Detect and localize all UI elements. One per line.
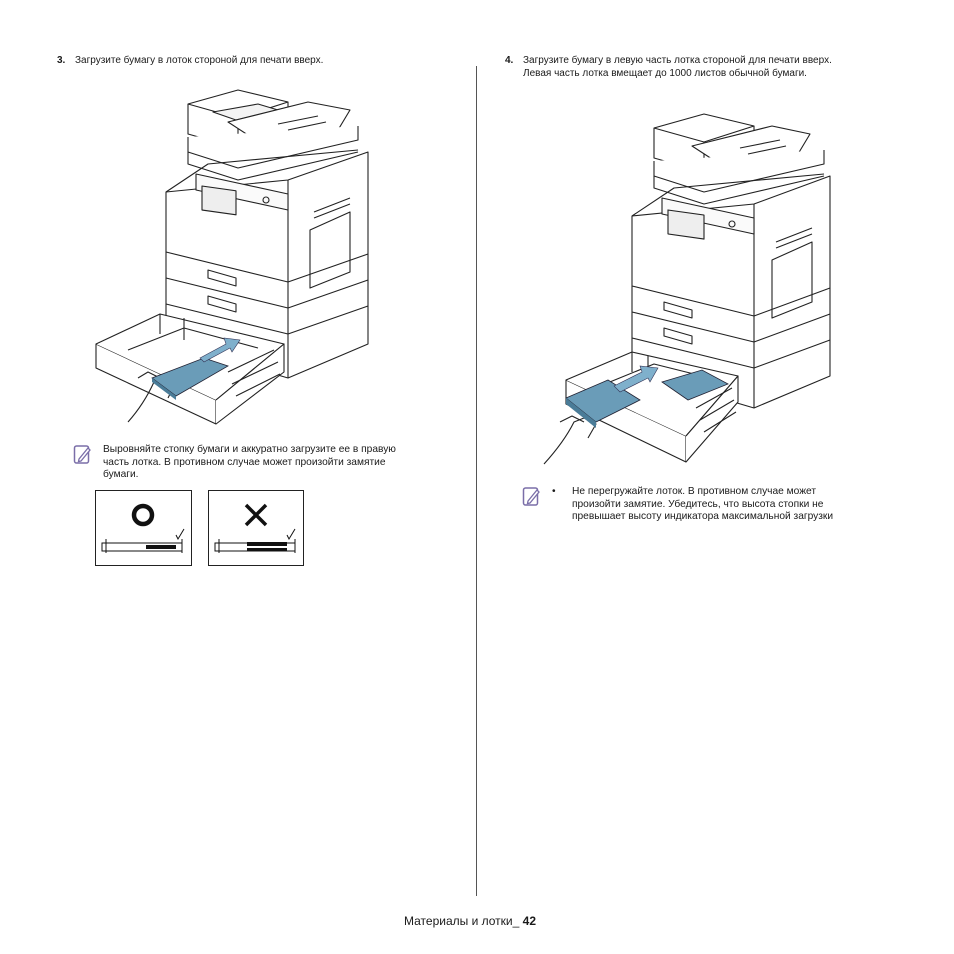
note-left: Выровняйте стопку бумаги и аккуратно заг… xyxy=(103,444,458,482)
note-right-line1: Не перегружайте лоток. В противном случа… xyxy=(572,486,817,497)
footer-section: Материалы и лотки_ xyxy=(404,914,520,928)
note-right: Не перегружайте лоток. В противном случа… xyxy=(572,486,902,524)
printer-illustration-right xyxy=(540,96,836,468)
note-right-line2: произойти замятие. Убедитесь, что высота… xyxy=(572,498,824,510)
step-4-line1: Загрузите бумагу в левую часть лотка сто… xyxy=(523,55,832,66)
step-4-line2: Левая часть лотка вмещает до 1000 листов… xyxy=(523,67,807,79)
footer-page-number: 42 xyxy=(522,914,536,928)
printer-illustration-left xyxy=(88,82,378,434)
note-left-line2: часть лотка. В противном случае может пр… xyxy=(103,456,386,468)
circle-o-icon xyxy=(131,503,155,527)
note-left-line1: Выровняйте стопку бумаги и аккуратно заг… xyxy=(103,444,396,455)
note-pencil-icon-right xyxy=(522,486,542,508)
correct-loading-box xyxy=(95,490,192,566)
page-footer: Материалы и лотки_ 42 xyxy=(404,914,536,928)
wrong-loading-box xyxy=(208,490,304,566)
step-3: 3. Загрузите бумагу в лоток стороной для… xyxy=(57,55,457,69)
cross-x-icon xyxy=(244,503,268,527)
column-divider xyxy=(476,66,477,896)
note-bullet: • xyxy=(552,486,556,497)
step-4: 4. Загрузите бумагу в левую часть лотка … xyxy=(505,55,915,83)
note-left-line3: бумаги. xyxy=(103,469,139,480)
step-3-text: Загрузите бумагу в лоток стороной для пе… xyxy=(75,55,324,66)
step-3-number: 3. xyxy=(57,55,66,66)
note-pencil-icon xyxy=(73,444,93,466)
step-4-number: 4. xyxy=(505,55,514,66)
step-4-text: Загрузите бумагу в левую часть лотка сто… xyxy=(523,55,832,80)
note-right-line3: превышает высоту индикатора максимальной… xyxy=(572,511,834,522)
